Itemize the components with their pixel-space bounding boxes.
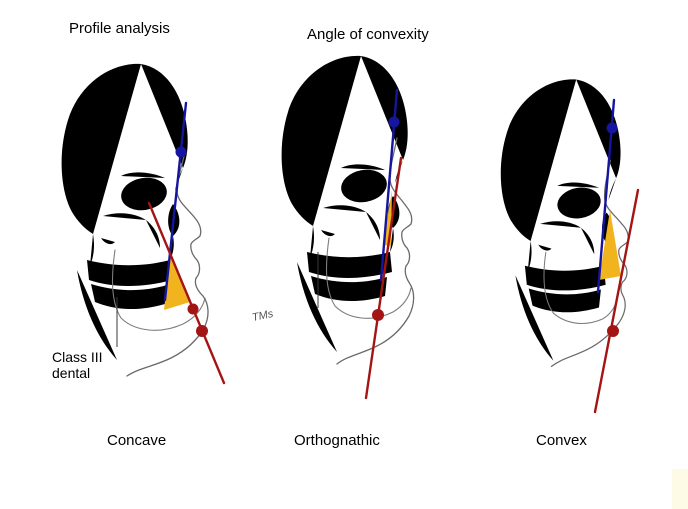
title-angle-of-convexity: Angle of convexity <box>307 26 429 43</box>
pogonion-dot-orthognathic <box>372 309 384 321</box>
panel-concave <box>61 63 226 385</box>
lower-facial-line-orthognathic <box>364 156 403 400</box>
skull-sketch-orthognathic <box>281 55 415 365</box>
panel-orthognathic <box>281 55 415 400</box>
pogonion-dot-concave <box>196 325 208 337</box>
glabella-dot-orthognathic <box>388 116 400 128</box>
class-iii-annotation-line1: Class III <box>52 349 103 365</box>
lip-dot-concave <box>187 303 199 315</box>
caption-concave: Concave <box>107 432 167 449</box>
pogonion-dot-convex <box>607 325 619 337</box>
corner-artifact <box>672 469 688 509</box>
upper-facial-line-concave <box>163 101 188 302</box>
lower-facial-line-concave <box>147 201 226 385</box>
class-iii-annotation-line2: dental <box>52 365 91 381</box>
panel-convex <box>500 79 640 414</box>
glabella-dot-concave <box>175 146 187 158</box>
title-profile-analysis: Profile analysis <box>69 20 170 37</box>
skull-sketch-concave <box>61 63 209 377</box>
lower-facial-line-convex <box>593 188 640 414</box>
glabella-dot-convex <box>606 122 618 134</box>
class-iii-annotation: Class III dental <box>52 349 103 381</box>
angle-wedge-convex <box>599 210 621 280</box>
angle-wedge-concave <box>164 253 190 310</box>
caption-orthognathic: Orthognathic <box>294 432 380 449</box>
caption-convex: Convex <box>536 432 587 449</box>
